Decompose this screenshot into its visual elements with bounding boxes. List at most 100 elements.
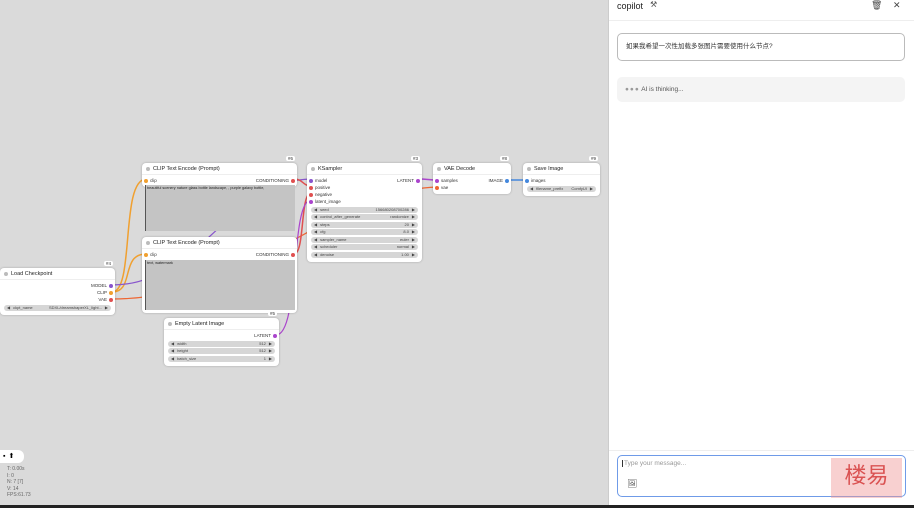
prompt-textarea[interactable]: beautiful scenery nature glass bottle la… (145, 185, 295, 231)
increment-arrow-icon[interactable]: ▶ (411, 236, 415, 242)
input-slot-images[interactable]: images (523, 177, 562, 184)
canvas-toolbar: ▪ ⬆ (0, 450, 24, 463)
slot-dot-icon[interactable] (273, 334, 277, 338)
slot-dot-icon[interactable] (416, 179, 420, 183)
increment-arrow-icon[interactable]: ▶ (411, 229, 415, 234)
slot-dot-icon[interactable] (291, 253, 295, 257)
increment-arrow-icon[interactable]: ▶ (268, 348, 272, 353)
image-upload-icon[interactable]: 🖼 (627, 479, 638, 488)
slot-dot-icon[interactable] (505, 179, 509, 183)
slot-dot-icon[interactable] (435, 179, 439, 183)
decrement-arrow-icon[interactable]: ◀ (314, 206, 318, 212)
slot-dot-icon[interactable] (144, 253, 148, 257)
increment-arrow-icon[interactable]: ▶ (411, 251, 415, 257)
slot-dot-icon[interactable] (291, 179, 295, 183)
trash-icon[interactable]: 🗑 (871, 0, 883, 10)
pin-icon[interactable]: ⬆ (8, 453, 15, 460)
slot-dot-icon[interactable] (309, 179, 313, 183)
decrement-arrow-icon[interactable]: ◀ (314, 229, 318, 234)
decrement-arrow-icon[interactable]: ◀ (314, 221, 318, 227)
input-slot-model[interactable]: model (307, 177, 365, 184)
decrement-arrow-icon[interactable]: ◀ (314, 251, 318, 257)
output-slot-conditioning[interactable]: CONDITIONING (220, 251, 298, 258)
message-input-box[interactable]: Type your message... 🖼 楼易 (617, 455, 906, 498)
output-slot-conditioning[interactable]: CONDITIONING (220, 177, 298, 184)
slot-dot-icon[interactable] (109, 284, 113, 288)
decrement-arrow-icon[interactable]: ◀ (314, 214, 318, 219)
wrench-icon[interactable]: ⚒ (650, 0, 658, 9)
node-title[interactable]: CLIP Text Encode (Prompt) (142, 163, 297, 175)
decrement-arrow-icon[interactable]: ◀ (314, 236, 318, 242)
increment-arrow-icon[interactable]: ▶ (411, 214, 415, 219)
increment-arrow-icon[interactable]: ▶ (104, 304, 108, 310)
node-title[interactable]: Save Image (523, 163, 600, 175)
slot-dot-icon[interactable] (109, 298, 113, 302)
increment-arrow-icon[interactable]: ▶ (411, 221, 415, 227)
slot-dot-icon[interactable] (309, 193, 313, 197)
decrement-arrow-icon[interactable]: ◀ (171, 355, 175, 361)
increment-arrow-icon[interactable]: ▶ (589, 185, 593, 191)
output-slot-vae[interactable]: VAE (58, 296, 116, 303)
slot-dot-icon[interactable] (525, 179, 529, 183)
slot-label: VAE (98, 297, 107, 302)
output-slot-latent[interactable]: LATENT (365, 177, 423, 184)
output-slot-clip[interactable]: CLIP (58, 289, 116, 296)
message-input[interactable]: Type your message... (622, 460, 687, 467)
decrement-arrow-icon[interactable]: ◀ (171, 340, 175, 346)
slot-dot-icon[interactable] (109, 291, 113, 295)
input-slot-samples[interactable]: samples (433, 177, 472, 184)
output-slot-model[interactable]: MODEL (58, 282, 116, 289)
increment-arrow-icon[interactable]: ▶ (268, 340, 272, 346)
node-title[interactable]: CLIP Text Encode (Prompt) (142, 237, 297, 249)
input-slot-vae[interactable]: vae (433, 184, 472, 191)
input-slot-latent_image[interactable]: latent_image (307, 198, 365, 205)
slot-dot-icon[interactable] (309, 200, 313, 204)
increment-arrow-icon[interactable]: ▶ (411, 206, 415, 212)
close-icon[interactable]: ✕ (893, 0, 901, 10)
thinking-text: AI is thinking... (641, 86, 684, 93)
decrement-arrow-icon[interactable]: ◀ (314, 244, 318, 249)
decrement-arrow-icon[interactable]: ◀ (171, 348, 175, 353)
input-slot-negative[interactable]: negative (307, 191, 365, 198)
slot-dot-icon[interactable] (435, 186, 439, 190)
bottom-bar (0, 505, 914, 508)
prompt-textarea[interactable]: text, watermark (145, 260, 295, 310)
increment-arrow-icon[interactable]: ▶ (268, 355, 272, 361)
node-title[interactable]: VAE Decode (433, 163, 511, 175)
panel-toggle-icon[interactable]: ▪ (3, 453, 6, 460)
node-title[interactable]: Empty Latent Image (164, 318, 279, 330)
slot-dot-icon[interactable] (309, 186, 313, 190)
decrement-arrow-icon[interactable]: ◀ (7, 304, 11, 310)
input-slot-clip[interactable]: clip (142, 177, 220, 184)
output-slot-image[interactable]: IMAGE (472, 177, 511, 184)
increment-arrow-icon[interactable]: ▶ (411, 244, 415, 249)
node-title[interactable]: KSampler (307, 163, 422, 175)
input-slot-positive[interactable]: positive (307, 184, 365, 191)
input-slot-clip[interactable]: clip (142, 251, 220, 258)
decrement-arrow-icon[interactable]: ◀ (530, 185, 534, 191)
slot-dot-icon[interactable] (144, 179, 148, 183)
stats-readout: T: 0.00s I: 0 N: 7 [7] V: 14 FPS:61.73 (7, 466, 31, 499)
output-slot-latent[interactable]: LATENT (222, 332, 280, 339)
node-title[interactable]: Load Checkpoint (0, 268, 115, 280)
